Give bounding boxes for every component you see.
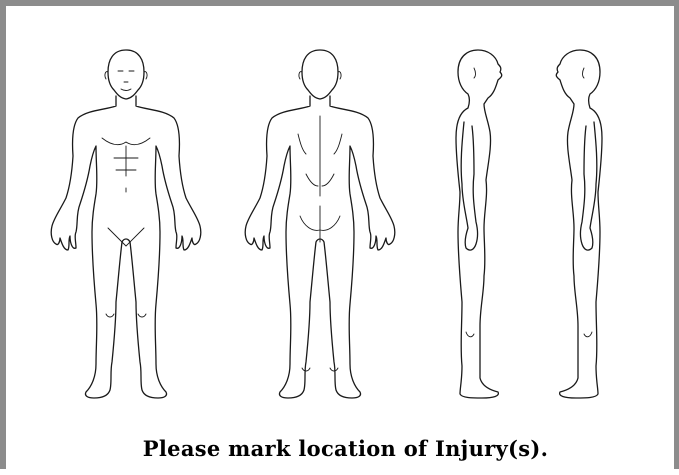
front-view-outline	[46, 46, 206, 408]
body-front-view[interactable]	[46, 46, 206, 408]
body-figures	[6, 6, 679, 475]
back-view-outline	[240, 46, 400, 408]
left-side-view-outline	[540, 46, 620, 408]
body-left-side-view[interactable]	[540, 46, 620, 408]
body-back-view[interactable]	[240, 46, 400, 408]
body-right-side-view[interactable]	[438, 46, 518, 408]
injury-instruction-caption: Please mark location of Injury(s).	[6, 436, 679, 461]
right-side-view-outline	[438, 46, 518, 408]
